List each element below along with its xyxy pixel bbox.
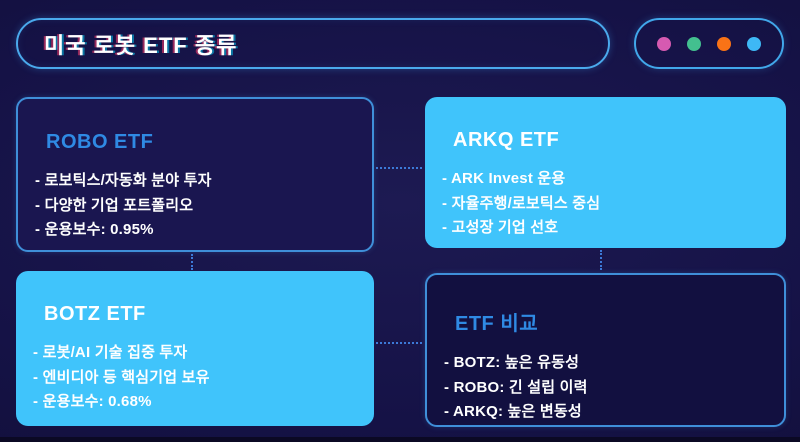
- card-item: - 로보틱스/자동화 분야 투자: [35, 172, 212, 189]
- card-robo-etf: ROBO ETF - 로보틱스/자동화 분야 투자 - 다양한 기업 포트폴리오…: [16, 97, 374, 252]
- connector-botz-compare: [376, 342, 422, 344]
- window-dot: [687, 36, 701, 51]
- footer-strip: [0, 437, 800, 442]
- card-title: ETF 비교: [455, 313, 539, 335]
- card-item: - 운용보수: 0.95%: [35, 221, 154, 238]
- card-item: - ARKQ: 높은 변동성: [444, 403, 582, 420]
- card-botz-etf: BOTZ ETF - 로봇/AI 기술 집중 투자 - 엔비디아 등 핵심기업 …: [16, 271, 374, 426]
- card-item: - ROBO: 긴 설립 이력: [444, 378, 588, 396]
- card-item: - ARK Invest 운용: [442, 170, 566, 187]
- card-item: - 엔비디아 등 핵심기업 보유: [33, 368, 210, 386]
- window-dot: [747, 36, 761, 51]
- connector-robo-arkq: [376, 167, 422, 169]
- card-item: - 다양한 기업 포트폴리오: [35, 196, 194, 214]
- card-item-list: - ARK Invest 운용 - 자율주행/로보틱스 중심 - 고성장 기업 …: [442, 167, 768, 241]
- card-etf-compare: ETF 비교 - BOTZ: 높은 유동성 - ROBO: 긴 설립 이력 - …: [425, 273, 786, 427]
- card-item: - 고성장 기업 선호: [442, 219, 559, 236]
- card-arkq-etf: ARKQ ETF - ARK Invest 운용 - 자율주행/로보틱스 중심 …: [425, 97, 786, 248]
- connector-arkq-compare: [600, 250, 602, 270]
- window-dots: [634, 18, 784, 69]
- card-item-list: - 로보틱스/자동화 분야 투자 - 다양한 기업 포트폴리오 - 운용보수: …: [35, 169, 354, 243]
- window-dot: [657, 36, 671, 51]
- window-dot: [717, 36, 731, 51]
- card-title: BOTZ ETF: [44, 303, 146, 325]
- card-item-list: - 로봇/AI 기술 집중 투자 - 엔비디아 등 핵심기업 보유 - 운용보수…: [33, 341, 356, 415]
- card-item-list: - BOTZ: 높은 유동성 - ROBO: 긴 설립 이력 - ARKQ: 높…: [444, 351, 766, 425]
- card-item: - BOTZ: 높은 유동성: [444, 354, 580, 371]
- card-item: - 자율주행/로보틱스 중심: [442, 194, 601, 212]
- title-box: 미국 로봇 ETF 종류: [16, 18, 610, 69]
- card-item: - 운용보수: 0.68%: [33, 393, 152, 410]
- card-item: - 로봇/AI 기술 집중 투자: [33, 344, 188, 361]
- page-title: 미국 로봇 ETF 종류: [44, 32, 238, 58]
- connector-robo-botz: [191, 254, 193, 270]
- card-title: ROBO ETF: [46, 131, 154, 153]
- card-title: ARKQ ETF: [453, 129, 560, 151]
